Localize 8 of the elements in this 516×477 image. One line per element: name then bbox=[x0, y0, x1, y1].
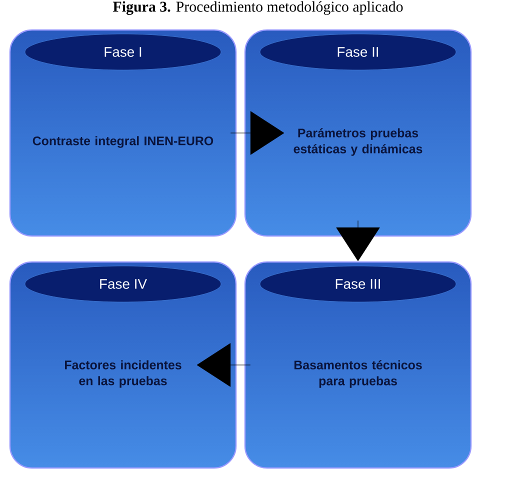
phase-box: Fase I Contraste integral INEN-EURO bbox=[9, 29, 237, 237]
arrow bbox=[196, 343, 251, 387]
phase-box: Fase III Basamentos técnicos para pruebas bbox=[244, 261, 472, 469]
arrow bbox=[336, 220, 380, 262]
arrow bbox=[230, 111, 284, 155]
figure-title: Figura 3. Procedimiento metodológico aplicado bbox=[113, 1, 403, 15]
phase-box: Fase II Parámetros pruebas estáticas y dinámicas bbox=[244, 29, 472, 237]
phase-box: Fase IV Factores incidentes en las pruebas bbox=[9, 261, 237, 469]
